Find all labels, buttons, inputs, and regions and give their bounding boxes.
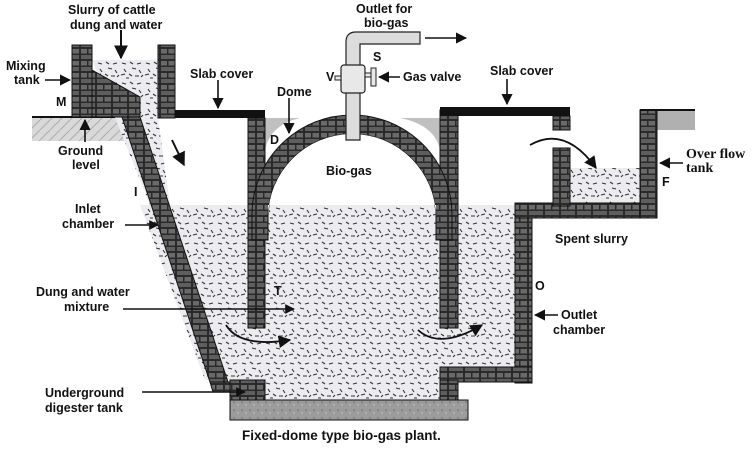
base-slab xyxy=(229,399,469,421)
label-outlet-chamber-1: Outlet xyxy=(561,308,598,322)
slab-cover-right xyxy=(440,107,570,116)
dome-side-shading xyxy=(265,118,300,150)
label-mixing-tank-1: Mixing xyxy=(6,59,46,73)
digester-right-ledge xyxy=(439,366,533,383)
label-bio-gas: Bio-gas xyxy=(326,164,372,178)
label-mixing-tank-2: tank xyxy=(14,73,40,87)
overflow-inner-wall xyxy=(552,147,571,207)
label-inlet-chamber-1: Inlet xyxy=(75,202,102,216)
gas-valve-stub xyxy=(334,75,342,81)
label-slurry-input-2: dung and water xyxy=(70,18,163,32)
letter-M: M xyxy=(56,95,66,109)
label-over-flow-tank-1: Over flow xyxy=(686,147,746,162)
letter-S: S xyxy=(373,50,381,64)
label-ground-level-1: Ground xyxy=(58,144,103,158)
digester-right-foot xyxy=(439,379,459,401)
overflow-top-shade xyxy=(657,110,695,130)
label-dung-water-1: Dung and water xyxy=(36,285,130,299)
label-inlet-chamber-2: chamber xyxy=(62,217,114,231)
slab-cover-left xyxy=(175,110,265,118)
letter-T: T xyxy=(274,284,282,298)
arrow-flow-under-right xyxy=(417,324,484,340)
letter-D: D xyxy=(270,133,279,147)
overflow-slurry xyxy=(570,168,640,204)
gas-pipe xyxy=(345,31,421,141)
biogas-space xyxy=(268,134,436,218)
arrow-flow-under-left xyxy=(225,324,292,349)
label-outlet-biogas-2: bio-gas xyxy=(364,16,408,30)
label-outlet-biogas-1: Outlet for xyxy=(356,2,412,16)
arrow-overflow xyxy=(529,137,597,170)
label-dome: Dome xyxy=(277,85,312,99)
label-outlet-chamber-2: chamber xyxy=(553,323,605,337)
letter-I: I xyxy=(134,185,137,199)
label-slab-cover-right: Slab cover xyxy=(490,64,553,78)
letter-F: F xyxy=(662,175,670,189)
gas-valve-knob[interactable] xyxy=(370,67,377,87)
label-gas-valve: Gas valve xyxy=(403,70,461,84)
digester-slurry xyxy=(140,205,515,400)
diagram-title: Fixed-dome type bio-gas plant. xyxy=(242,428,441,443)
label-slab-cover-left: Slab cover xyxy=(190,67,253,81)
gas-valve-body xyxy=(340,64,366,94)
outlet-top-ledge xyxy=(514,202,658,219)
label-underground-digester-2: digester tank xyxy=(45,401,123,415)
digester-left-foot xyxy=(229,379,266,401)
dome-side-shading-right xyxy=(400,118,440,150)
outlet-chamber-wall xyxy=(514,202,533,384)
slab-cover-right-lip xyxy=(552,115,571,131)
letter-V: V xyxy=(326,70,335,84)
label-dung-water-2: mixture xyxy=(64,300,109,314)
letter-O: O xyxy=(535,279,545,293)
label-ground-level-2: level xyxy=(72,158,100,172)
label-slurry-input-1: Slurry of cattle xyxy=(68,3,156,17)
label-spent-slurry: Spent slurry xyxy=(555,232,628,246)
label-underground-digester-1: Underground xyxy=(45,386,124,400)
ground-shading xyxy=(32,117,127,141)
arrow-inlet-flow xyxy=(171,139,185,167)
overflow-outer-wall xyxy=(639,109,658,219)
label-over-flow-tank-2: tank xyxy=(686,161,713,176)
mixing-tank-right-wall xyxy=(157,44,176,119)
mixing-tank-left-wall xyxy=(71,44,93,118)
